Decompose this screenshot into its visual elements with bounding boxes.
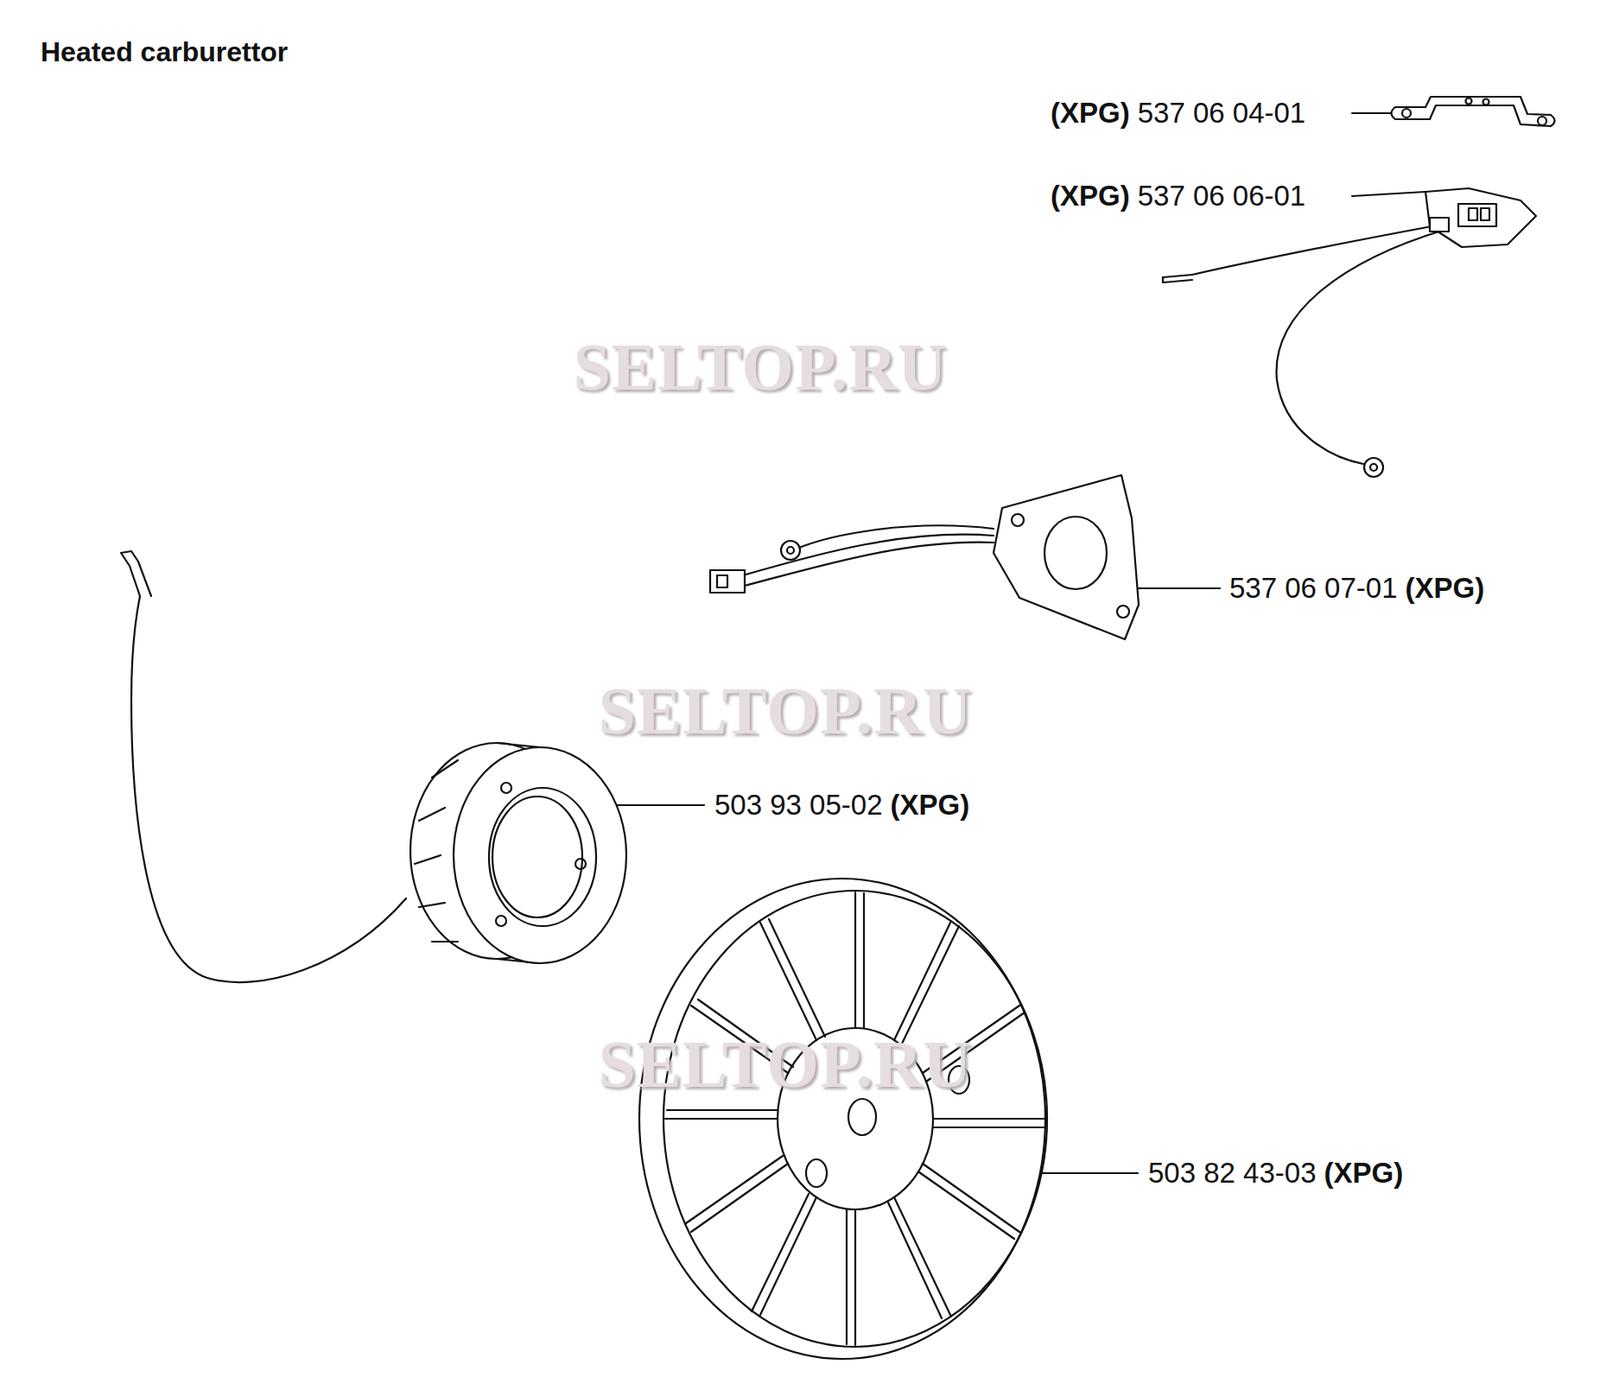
- variant-code: (XPG): [1405, 571, 1486, 604]
- watermark: SELTOP.RU: [597, 673, 972, 749]
- watermark-group: SELTOP.RU: [597, 1027, 972, 1102]
- thermostat-part: [1162, 188, 1537, 477]
- bracket-part: [1391, 96, 1556, 127]
- part-number: 503 82 43-03: [1148, 1156, 1317, 1189]
- variant-code: (XPG): [1050, 96, 1131, 129]
- watermark: SELTOP.RU: [597, 1026, 972, 1102]
- generator-coil-part: [120, 551, 627, 983]
- part-label-group: (XPG)537 06 04-01: [1050, 97, 1306, 129]
- diagram-title: Heated carburettor: [40, 36, 288, 69]
- part-label-group: 503 93 05-02(XPG): [714, 789, 970, 821]
- variant-code: (XPG): [1324, 1156, 1404, 1189]
- watermark-group: SELTOP.RU: [597, 673, 972, 749]
- flywheel-part: [639, 878, 1048, 1359]
- part-number: 537 06 06-01: [1137, 179, 1307, 212]
- heater-gasket-part: [710, 475, 1139, 640]
- part-number: 537 06 07-01: [1229, 571, 1398, 604]
- variant-code: (XPG): [890, 788, 971, 821]
- variant-code: (XPG): [1050, 179, 1131, 212]
- part-number: 537 06 04-01: [1137, 96, 1307, 129]
- part-label-group: 503 82 43-03(XPG): [1148, 1157, 1404, 1189]
- part-label-group: (XPG)537 06 06-01: [1050, 180, 1306, 212]
- watermark-group: SELTOP.RU: [572, 330, 947, 405]
- part-label-group: 537 06 07-01(XPG): [1229, 572, 1485, 604]
- watermark: SELTOP.RU: [572, 329, 947, 405]
- part-number: 503 93 05-02: [714, 788, 883, 821]
